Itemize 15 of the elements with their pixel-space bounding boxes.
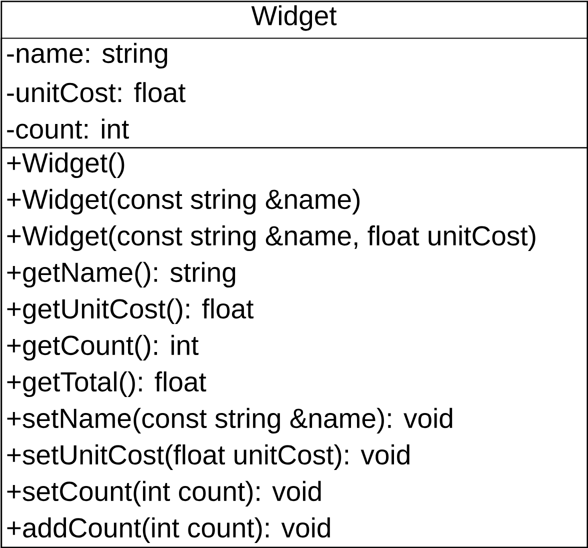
method-text: +getTotal(): float xyxy=(7,371,206,398)
method-text: +Widget(const string &name, float unitCost) xyxy=(7,225,536,252)
method-text: +Widget() xyxy=(7,152,124,178)
class-name: Widget xyxy=(251,5,337,31)
attribute-text: -count: int xyxy=(7,118,129,139)
method-text: +setUnitCost(float unitCost): void xyxy=(7,444,410,470)
method-text: +getName(): string xyxy=(7,262,236,288)
method-text: +getCount(): int xyxy=(7,334,199,361)
method-text: +addCount(int count): void xyxy=(7,517,330,544)
method-text: +getUnitCost(): float xyxy=(7,298,254,324)
attribute-text: -name: string xyxy=(7,42,168,69)
method-text: +Widget(const string &name) xyxy=(7,188,360,215)
attribute-text: -unitCost: float xyxy=(7,82,186,102)
method-text: +setCount(int count): void xyxy=(7,480,321,507)
method-text: +setName(const string &name): void xyxy=(7,408,452,434)
